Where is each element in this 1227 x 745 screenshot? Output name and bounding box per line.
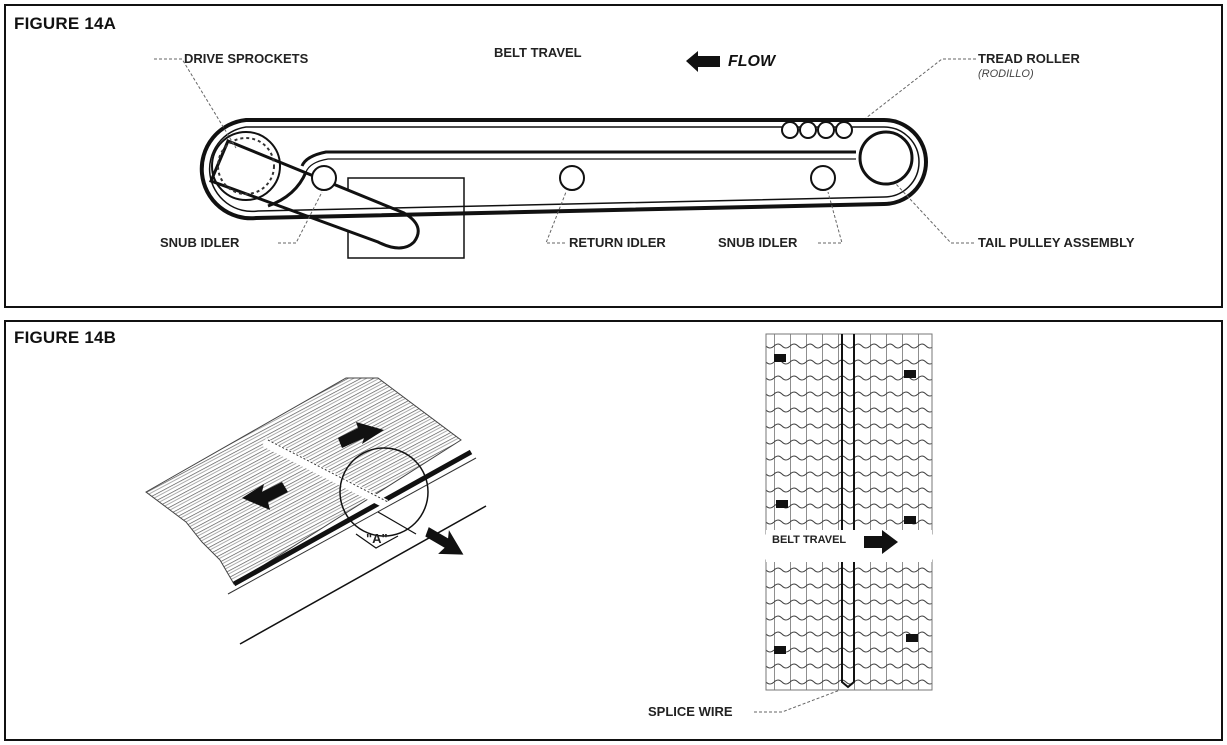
flow-label: FLOW [728, 53, 777, 70]
belt-travel-label: BELT TRAVEL [494, 45, 582, 60]
snub-idler-left-label: SNUB IDLER [160, 235, 240, 250]
drive-sprocket-outer [211, 131, 281, 201]
flat-belt-view: BELT TRAVEL SPLICE WIRE [648, 333, 933, 719]
drive-sprockets-label: DRIVE SPROCKETS [184, 51, 309, 66]
figure-14b-title: FIGURE 14B [14, 328, 117, 347]
drive-sprocket-teeth [217, 137, 275, 195]
return-idler-leader [545, 191, 567, 244]
edge-clip-icon [906, 634, 918, 642]
belt-lower-edge [239, 505, 487, 645]
belt-mesh-lower [765, 559, 933, 691]
tread-roller-sub-label: (RODILLO) [978, 68, 1034, 80]
belt-travel-arrow-icon [864, 530, 898, 554]
belt-mesh-upper [765, 333, 933, 535]
flow-arrow-icon [686, 51, 720, 72]
arrow-pointer-icon [425, 527, 464, 555]
splice-line [267, 439, 389, 503]
return-idler-label: RETURN IDLER [569, 235, 666, 250]
figure-14b-panel: FIGURE 14B "A" [4, 320, 1223, 741]
belt-travel-label-b: BELT TRAVEL [772, 534, 846, 546]
splice-detail-diagram: "A" BELT TRAVEL SPLICE WIRE [145, 333, 933, 719]
figure-14a-panel: FIGURE 14A [4, 4, 1223, 308]
drive-sprockets-leader [154, 58, 237, 149]
tread-roller [817, 121, 835, 139]
conveyor-side-view-diagram: DRIVE SPROCKETS BELT TRAVEL FLOW TREAD R… [154, 45, 1135, 259]
snub-idler-left-leader [278, 191, 323, 244]
edge-clip-icon [904, 516, 916, 524]
edge-clip-icon [774, 354, 786, 362]
conveyor-belt-inner [208, 126, 920, 213]
tread-roller-label: TREAD ROLLER [978, 51, 1080, 66]
return-idler [559, 165, 585, 191]
dimension-a-extension [377, 511, 417, 535]
detail-circle [339, 447, 429, 537]
tail-pulley-leader [895, 183, 974, 244]
splice-wire-leader [754, 689, 841, 713]
dimension-a-line [355, 533, 399, 549]
belt-return-run-inner [305, 158, 856, 173]
belt-return-run [300, 150, 856, 167]
snub-idler-right [810, 165, 836, 191]
splice-wire [841, 334, 855, 689]
tread-roller [835, 121, 853, 139]
belt-edge-thick [232, 449, 473, 587]
tail-pulley-label: TAIL PULLEY ASSEMBLY [978, 235, 1135, 250]
tread-roller [799, 121, 817, 139]
belt-edge-inner [227, 457, 477, 595]
dimension-a-label: "A" [366, 531, 388, 546]
tread-roller [781, 121, 799, 139]
splice-wire-label: SPLICE WIRE [648, 704, 733, 719]
tail-pulley [858, 130, 914, 186]
splice-gap [261, 437, 389, 509]
edge-clip-icon [774, 646, 786, 654]
belt-snub-wrap [267, 171, 308, 208]
arrow-left-icon [338, 422, 384, 448]
conveyor-belt-outer [199, 118, 928, 221]
isometric-belt-view: "A" [145, 377, 487, 645]
tread-roller-leader [865, 58, 976, 119]
figure-14a-title: FIGURE 14A [14, 14, 117, 33]
snub-idler-right-label: SNUB IDLER [718, 235, 798, 250]
belt-travel-gap [766, 530, 932, 562]
snub-idler-right-leader [818, 191, 843, 244]
edge-clip-icon [904, 370, 916, 378]
drive-arm [209, 139, 420, 250]
edge-clip-icon [776, 500, 788, 508]
snub-idler-left [311, 165, 337, 191]
arrow-right-icon [242, 482, 288, 510]
